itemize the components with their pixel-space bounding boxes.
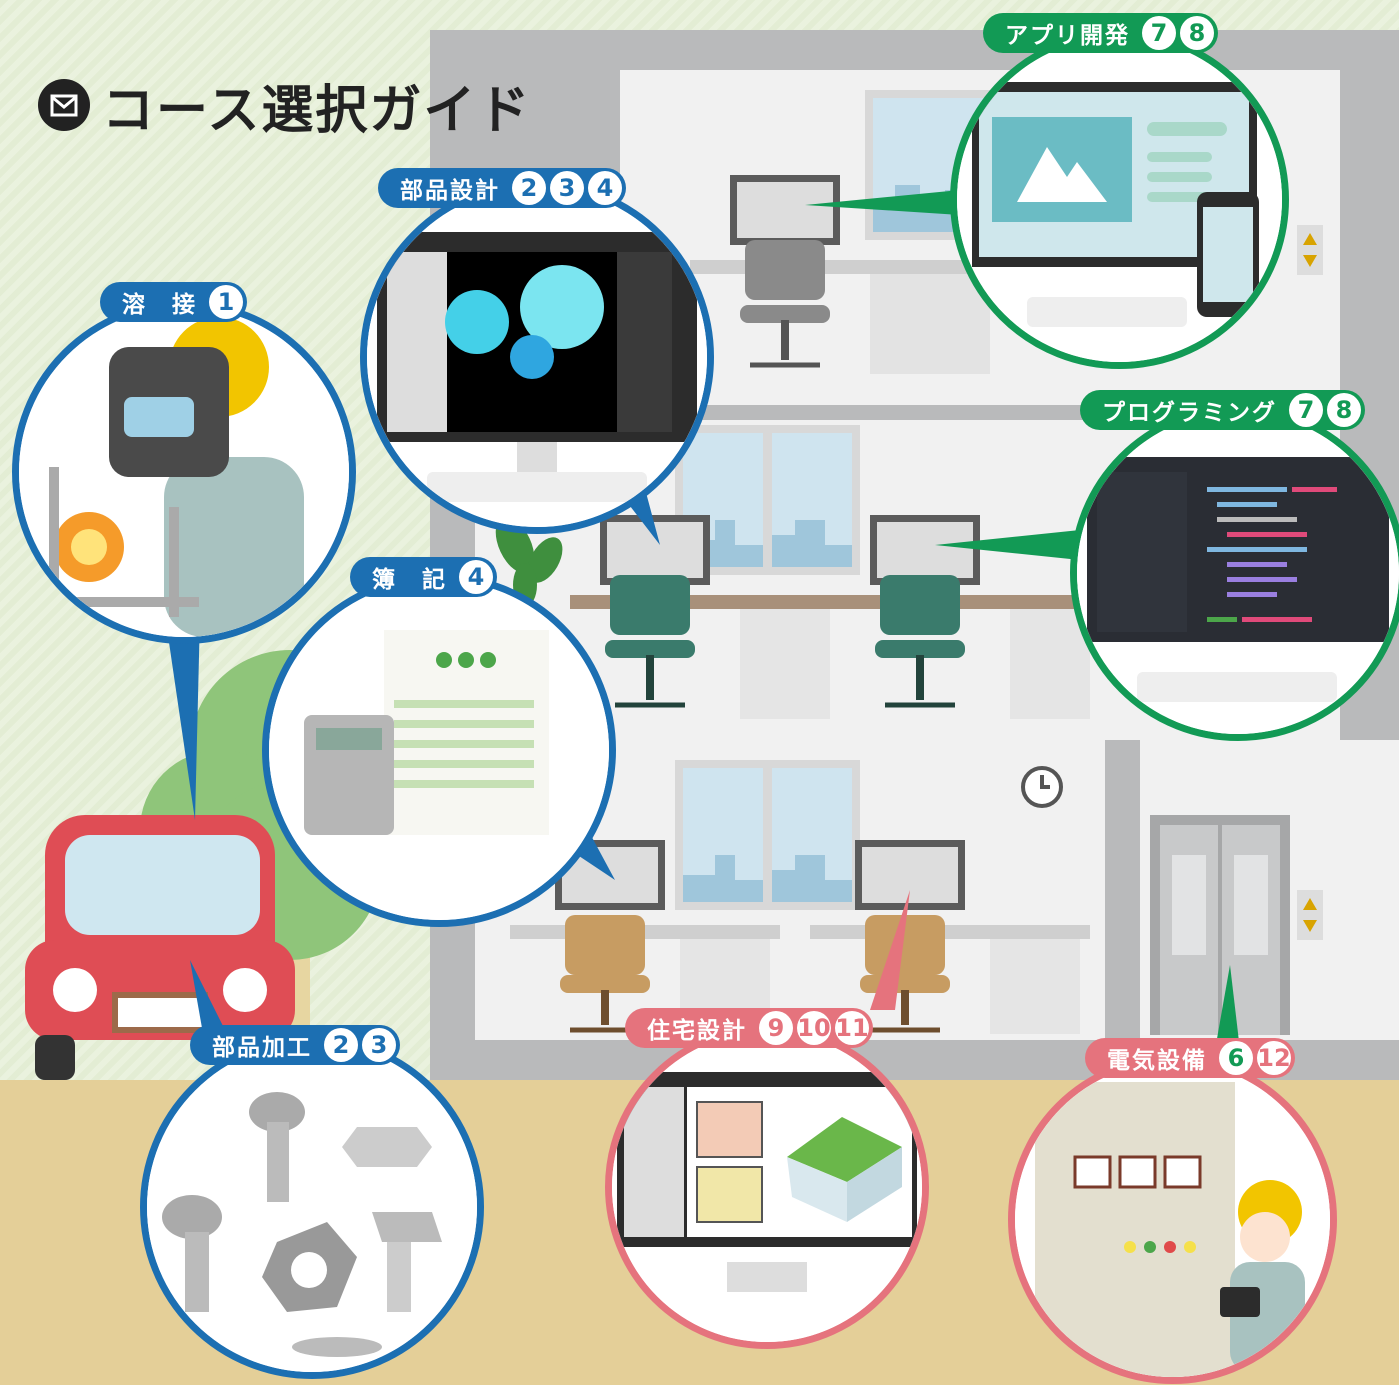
course-number-badge: 7 (1142, 16, 1176, 50)
housing-design-bubble[interactable] (605, 1025, 929, 1349)
app-dev-bubble[interactable] (950, 30, 1289, 369)
welder-illustration (19, 307, 349, 637)
window-1f (675, 760, 860, 910)
part-processing-bubble[interactable] (140, 1035, 484, 1379)
course-label: 住宅設計 (647, 1018, 747, 1044)
course-number-badge: 8 (1327, 393, 1361, 427)
desk-3f (690, 175, 1010, 374)
tag-programming[interactable]: プログラミング 7 8 (1080, 390, 1365, 430)
course-number-badge: 11 (835, 1011, 869, 1045)
page-title: コース選択ガイド (38, 70, 532, 141)
elevator-door (1150, 815, 1290, 1035)
bolts-nuts-illustration (147, 1042, 477, 1372)
tag-welding[interactable]: 溶 接 1 (100, 282, 247, 322)
course-number-badge: 12 (1257, 1041, 1291, 1075)
switchboard-illustration (1015, 1062, 1330, 1377)
elevator-button-icon (1297, 225, 1323, 275)
tag-app-dev[interactable]: アプリ開発 7 8 (983, 13, 1218, 53)
course-label: 溶 接 (122, 292, 197, 318)
course-number-badge: 6 (1219, 1041, 1253, 1075)
check-envelope-icon (38, 79, 90, 131)
course-label: プログラミング (1102, 400, 1277, 426)
welding-bubble[interactable] (12, 300, 356, 644)
cad-monitor-illustration (367, 187, 707, 527)
house-cad-illustration (612, 1032, 922, 1342)
code-editor-illustration (1077, 412, 1399, 734)
course-number-badge: 3 (362, 1028, 396, 1062)
tag-bookkeeping[interactable]: 簿 記 4 (350, 557, 497, 597)
course-number-badge: 10 (797, 1011, 831, 1045)
tag-part-design[interactable]: 部品設計 2 3 4 (378, 168, 626, 208)
course-number-badge: 2 (324, 1028, 358, 1062)
course-number-badge: 8 (1180, 16, 1214, 50)
course-label: 部品加工 (212, 1035, 312, 1061)
car-illustration (25, 815, 295, 1080)
course-number-badge: 1 (209, 285, 243, 319)
tag-part-processing[interactable]: 部品加工 2 3 (190, 1025, 400, 1065)
desks-2f (570, 515, 1090, 719)
part-design-bubble[interactable] (360, 180, 714, 534)
programming-bubble[interactable] (1070, 405, 1399, 741)
course-number-badge: 3 (550, 171, 584, 205)
course-label: アプリ開発 (1005, 23, 1130, 49)
tag-electrical[interactable]: 電気設備 6 12 (1085, 1038, 1295, 1078)
course-number-badge: 9 (759, 1011, 793, 1045)
title-text: コース選択ガイド (102, 80, 532, 141)
course-number-badge: 7 (1289, 393, 1323, 427)
course-label: 部品設計 (400, 178, 500, 204)
bookkeeping-bubble[interactable] (262, 573, 616, 927)
course-number-badge: 4 (588, 171, 622, 205)
course-label: 簿 記 (372, 567, 447, 593)
ledger-calculator-illustration (269, 580, 609, 920)
tag-housing-design[interactable]: 住宅設計 9 10 11 (625, 1008, 873, 1048)
course-number-badge: 4 (459, 560, 493, 594)
clock-icon (1021, 766, 1063, 808)
elevator-button-icon (1297, 890, 1323, 940)
app-monitor-illustration (957, 37, 1282, 362)
electrical-bubble[interactable] (1008, 1055, 1337, 1384)
course-number-badge: 2 (512, 171, 546, 205)
course-label: 電気設備 (1107, 1048, 1207, 1074)
